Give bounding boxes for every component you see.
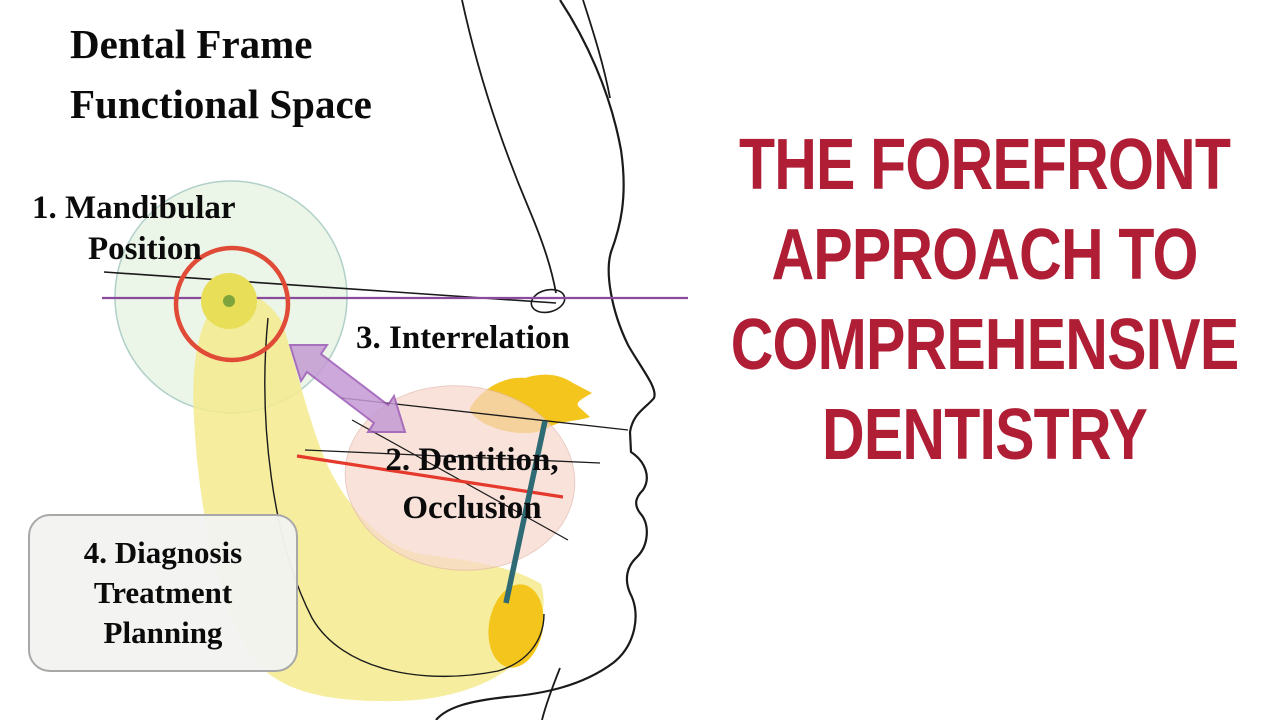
diagram-heading: Dental Frame Functional Space (70, 14, 372, 134)
slide-title-line2: APPROACH TO (771, 215, 1199, 295)
label-diagnosis-line2: Treatment (93, 575, 233, 610)
lower-incisor-highlight (488, 584, 544, 668)
title-pane: THE FOREFRONT APPROACH TO COMPREHENSIVE … (690, 0, 1280, 720)
label-mandibular-line2: Position (88, 231, 202, 267)
diagram-heading-line2: Functional Space (70, 81, 372, 127)
teal-incisor-line (503, 420, 548, 604)
label-diagnosis-line1: 4. Diagnosis (83, 535, 243, 570)
slide-title: THE FOREFRONT APPROACH TO COMPREHENSIVE … (731, 120, 1239, 480)
face-profile-line (435, 0, 656, 720)
diagram-heading-line1: Dental Frame (70, 21, 313, 67)
forehead-inner-line (582, 0, 611, 99)
label-dentition-line2: Occlusion (402, 490, 542, 526)
ceph-diagram-pane: Dental Frame Functional Space 1. Mandibu… (28, 0, 688, 720)
occlusal-plane-line (304, 449, 601, 464)
slide-title-line1: THE FOREFRONT (739, 125, 1231, 205)
slide-title-line4: DENTISTRY (822, 395, 1149, 475)
red-occlusal-line (296, 454, 564, 499)
diagnosis-treatment-box: 4. Diagnosis Treatment Planning (28, 514, 298, 672)
interrelation-arrow (288, 344, 407, 433)
label-dentition-occlusion: 2. Dentition, Occlusion (352, 436, 592, 532)
condyle-red-circle (173, 245, 291, 363)
slide-title-line3: COMPREHENSIVE (731, 305, 1239, 385)
mandible-border-line (264, 317, 545, 677)
condyle-center-dot (223, 295, 235, 307)
cranial-line (461, 0, 557, 294)
label-mandibular-position: 1. Mandibular Position (32, 188, 236, 270)
label-diagnosis-line3: Planning (103, 615, 223, 650)
label-interrelation: 3. Interrelation (356, 320, 570, 356)
orbit-outline (530, 288, 566, 314)
throat-line (541, 667, 561, 720)
label-dentition-line1: 2. Dentition, (385, 442, 559, 478)
label-mandibular-line1: 1. Mandibular (32, 190, 236, 226)
